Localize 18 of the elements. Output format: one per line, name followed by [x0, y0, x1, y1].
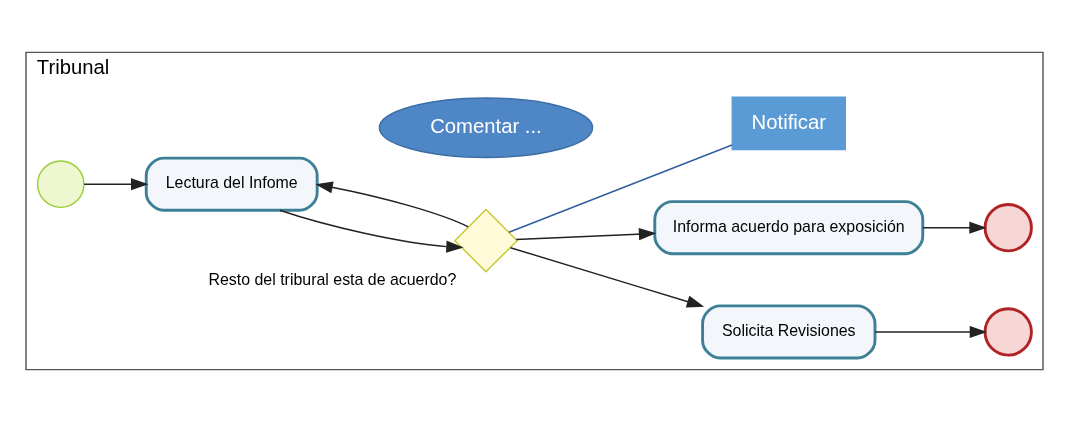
arrow — [509, 246, 705, 307]
connector — [508, 143, 733, 233]
node-box: Notificar — [731, 96, 846, 150]
node-circle — [36, 159, 85, 208]
arrow — [922, 221, 987, 234]
node-ellipse: Comentar ... — [378, 96, 594, 158]
node-circle — [983, 306, 1033, 357]
arrow — [315, 180, 469, 227]
node-label: Resto del tribural esta de acuerdo? — [208, 270, 457, 288]
node-box: Informa acuerdo para exposición — [653, 199, 925, 255]
node-diamond — [453, 208, 519, 273]
node-box: Lectura del Infome — [144, 156, 319, 212]
arrow — [515, 227, 657, 240]
arrow — [279, 209, 464, 253]
node-circle — [983, 202, 1033, 252]
arrow — [874, 325, 988, 338]
arrow — [83, 177, 149, 190]
node-box: Solicita Revisiones — [701, 303, 877, 359]
